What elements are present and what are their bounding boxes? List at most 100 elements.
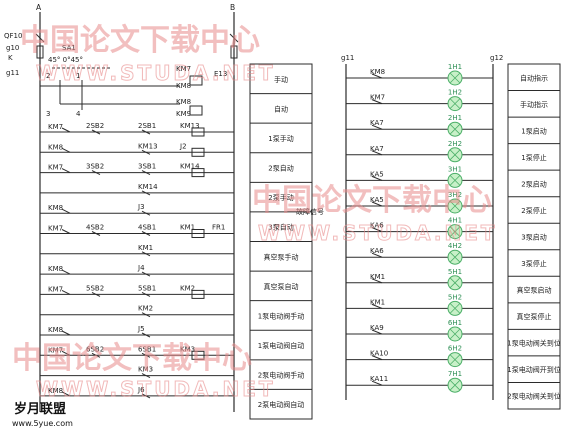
breaker-symbol-b [229, 33, 239, 43]
coil-symbol [191, 127, 205, 137]
contact-label: KM7 [48, 123, 63, 131]
control-row: KM1 [40, 244, 234, 257]
indicator-label: 1泵停止 [521, 153, 546, 162]
contact-symbol [371, 252, 383, 258]
wire-label-g12: g12 [490, 54, 503, 62]
button-symbol [141, 251, 151, 257]
contact-label: KM7 [48, 346, 63, 354]
button-symbol [141, 373, 151, 379]
indicator-label: 2泵启动 [521, 179, 546, 188]
function-label: 2泵手动 [268, 193, 293, 202]
contact-label: KM8 [48, 387, 63, 395]
contact-symbol [61, 208, 71, 214]
lamp-cross [449, 379, 461, 391]
indicator-rows: KM81H1自动指示KM71H2手动指示KA72H11泵启动KA72H21泵停止… [346, 63, 561, 401]
contact-symbol [61, 269, 71, 275]
contact-symbol [371, 150, 383, 156]
button-symbol [91, 352, 101, 358]
left-control-circuit: A B QF10 g10 K g11 SA1 45° 0°45° 2 1 3 4 [4, 3, 324, 420]
contact-symbol [61, 147, 71, 153]
coil-label-km9: KM9 [176, 110, 191, 118]
stop-button-label: 4SB2 [86, 224, 104, 232]
contact-symbol [371, 124, 383, 130]
stop-button-label: 5SB2 [86, 284, 104, 292]
lamp-cross [449, 277, 461, 289]
selector-name: SA1 [62, 44, 76, 52]
start-button-label: KM14 [138, 183, 158, 191]
start-button-label: 6SB1 [138, 345, 156, 353]
indicator-contact-label: KA6 [370, 247, 384, 255]
coil-symbol [189, 75, 203, 86]
indicator-label-column [507, 63, 561, 410]
button-symbol [141, 129, 151, 135]
control-row: KM14 [40, 183, 234, 196]
function-label: 2泵自动 [268, 164, 293, 173]
coil-label: KM14 [180, 163, 200, 171]
stop-button-label: 2SB2 [86, 122, 104, 130]
lamp-cross [449, 303, 461, 314]
function-label: 真空泵手动 [264, 252, 299, 261]
button-symbol [141, 149, 151, 155]
contact-symbol [371, 303, 383, 309]
contact-label: KM8 [48, 326, 63, 334]
contact-symbol [61, 330, 71, 336]
indicator-contact-label: KA5 [370, 170, 384, 178]
function-label: 3泵自动 [268, 223, 293, 232]
watermark-en-3: WWW.STUDA.NET [36, 377, 276, 401]
lamp-cross [449, 251, 461, 263]
indicator-contact-label: KA6 [370, 222, 384, 230]
contact-symbol [61, 127, 71, 133]
e13-label: E13 [214, 70, 227, 78]
lamp-label: 6H1 [448, 319, 462, 327]
contact-symbol [371, 380, 383, 386]
contact-symbol [371, 175, 383, 181]
wire-label-g10: g10 [6, 44, 19, 52]
contact-symbol [371, 329, 383, 335]
coil-label: KM3 [180, 345, 195, 353]
fault-signal-note: 故障信号 [296, 207, 324, 216]
lamp-cross [449, 72, 461, 84]
coil-label-km8b: KM8 [176, 98, 191, 106]
lamp-cross [449, 175, 461, 186]
lamp-label: 2H1 [448, 114, 462, 122]
start-button-label: 4SB1 [138, 224, 156, 232]
coil-symbol [191, 229, 205, 238]
contact-symbol [61, 350, 71, 356]
wire-label-g11-right: g11 [341, 54, 354, 62]
watermark-cn-1: 中国论文下载中心 [20, 23, 260, 58]
coil-symbol [191, 289, 205, 299]
button-symbol [141, 170, 151, 176]
lamp-label: 4H1 [448, 217, 462, 225]
button-symbol [141, 291, 151, 297]
contact-symbol [61, 391, 71, 397]
indicator-label: 真空泵启动 [517, 286, 552, 295]
function-labels: 手动自动1泵手动2泵自动2泵手动3泵自动真空泵手动真空泵自动1泵电动阀手动1泵电… [250, 75, 312, 409]
start-button-label: 2SB1 [138, 122, 156, 130]
lamp-label: 6H2 [448, 345, 462, 353]
indicator-contact-label: KA9 [370, 324, 384, 332]
function-label: 1泵电动阀自动 [258, 341, 304, 350]
selector-pin-2: 2 [46, 72, 50, 80]
lamp-label: 1H1 [448, 63, 462, 71]
coil-label-km8: KM8 [176, 82, 191, 90]
indicator-contact-label: KM1 [370, 298, 385, 306]
start-button-label: 5SB1 [138, 284, 156, 292]
indicator-contact-label: KM1 [370, 273, 385, 281]
lamp-label: 1H2 [448, 89, 462, 97]
fuse-symbol-b [230, 45, 238, 59]
indicator-label: 2泵停止 [521, 206, 546, 215]
